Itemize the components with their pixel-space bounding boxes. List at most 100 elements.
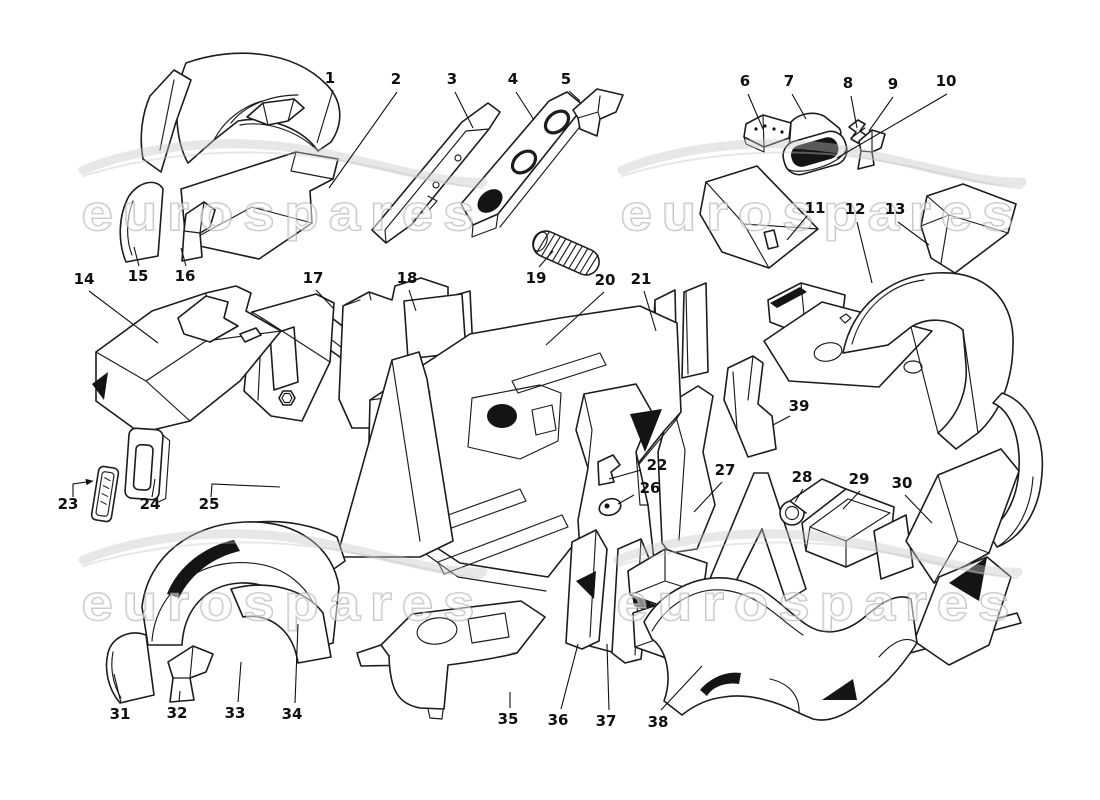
callout-leader-29 (842, 490, 861, 510)
callout-leader-38 (660, 665, 703, 711)
callout-number-9: 9 (888, 75, 898, 93)
callout-number-12: 12 (845, 200, 866, 218)
part-33-arch-shape (141, 521, 340, 652)
watermark: eurospares (613, 529, 1023, 632)
callout-leader-23 (72, 478, 94, 497)
drawing-element (132, 443, 154, 491)
shadow-accent (790, 137, 839, 167)
watermark-swoosh (78, 529, 488, 577)
detail-line (262, 98, 295, 126)
part-2-panel-shape (180, 151, 339, 260)
detail-line (454, 154, 462, 162)
part-20-panel-shape (681, 282, 709, 379)
callout-number-11: 11 (805, 199, 826, 217)
callout-leader-25 (210, 483, 281, 498)
rivet-dot (763, 124, 767, 128)
watermark-swoosh (617, 139, 1027, 187)
callout-leader-1 (316, 89, 334, 144)
rivet-dot (772, 127, 776, 131)
callout-number-28: 28 (792, 468, 813, 486)
callout-number-34: 34 (282, 705, 303, 723)
part-29-flap-shape (789, 478, 847, 514)
detail-line (685, 291, 689, 375)
part-14-hump-shape (177, 295, 239, 343)
callout-number-37: 37 (596, 712, 617, 730)
callout-number-24: 24 (140, 495, 161, 513)
detail-line (342, 291, 372, 307)
rivet-dot (754, 127, 758, 131)
detail-line (920, 195, 1009, 264)
callout-number-21: 21 (631, 270, 652, 288)
detail-line (151, 562, 324, 642)
callout-leader-4 (515, 91, 535, 121)
callout-leader-9 (868, 96, 894, 132)
callout-leader-19 (538, 250, 554, 268)
watermark-text: eurospares (82, 186, 485, 242)
watermark-text: eurospares (82, 576, 485, 632)
detail-line (732, 355, 754, 430)
callout-leader-10 (836, 93, 948, 159)
detail-line (763, 313, 852, 382)
callout-leader-28 (794, 488, 804, 503)
shadow-accent (770, 287, 807, 308)
callout-number-23: 23 (58, 495, 79, 513)
detail-line (533, 231, 548, 252)
callout-leader-16 (180, 247, 187, 267)
shadow-accent (487, 404, 517, 428)
callout-leader-31 (113, 673, 122, 704)
callout-number-29: 29 (849, 470, 870, 488)
callout-number-4: 4 (508, 70, 518, 88)
detail-line (531, 404, 557, 436)
drawing-element (278, 390, 296, 406)
callout-leader-8 (850, 95, 858, 129)
callout-leader-21 (643, 290, 657, 332)
detail-line (651, 589, 918, 714)
callout-number-18: 18 (397, 269, 418, 287)
detail-line (416, 617, 458, 645)
callout-leader-11 (786, 215, 808, 241)
detail-line (903, 360, 923, 374)
detail-line (100, 477, 111, 505)
part-26-grommet (598, 497, 622, 517)
callout-leader-36 (560, 643, 579, 710)
watermark-swoosh-echo (82, 541, 484, 579)
callout-leader-26 (617, 494, 635, 505)
callout-leader-17 (315, 289, 335, 310)
callout-number-25: 25 (199, 495, 220, 513)
callout-leader-39 (772, 415, 791, 426)
watermark-swoosh (613, 529, 1023, 577)
detail-line (159, 79, 175, 151)
watermark-swoosh-echo (82, 151, 484, 189)
watermark: eurospares (78, 529, 488, 632)
watermark-swoosh-echo (617, 541, 1019, 579)
callout-leader-24 (151, 478, 156, 498)
shadow-accent (630, 409, 662, 452)
callout-number-27: 27 (715, 461, 736, 479)
callout-number-7: 7 (784, 72, 794, 90)
shadow-accent (700, 672, 741, 696)
part-19-hose-shape (532, 230, 600, 276)
part-10-tray-shape (782, 130, 848, 176)
detail-line (933, 474, 990, 584)
callout-number-30: 30 (892, 474, 913, 492)
callout-number-5: 5 (561, 70, 571, 88)
part-13-tray-shape (920, 183, 1017, 274)
detail-line (784, 505, 800, 521)
detail-line (785, 146, 848, 172)
part-23-badge-shape (90, 465, 120, 523)
callout-leader-37 (606, 643, 610, 711)
callout-number-15: 15 (128, 267, 149, 285)
callout-leader-22 (608, 469, 642, 480)
callout-number-39: 39 (789, 397, 810, 415)
shadow-accent (949, 557, 987, 601)
callout-number-14: 14 (74, 270, 95, 288)
detail-line (172, 645, 194, 679)
callout-leader-32 (178, 690, 181, 703)
part-4-hole (543, 109, 571, 135)
detail-line (427, 708, 444, 720)
callout-number-8: 8 (843, 74, 853, 92)
shadow-accent (604, 503, 610, 509)
detail-line (583, 393, 649, 506)
part-drawings (90, 52, 1044, 721)
